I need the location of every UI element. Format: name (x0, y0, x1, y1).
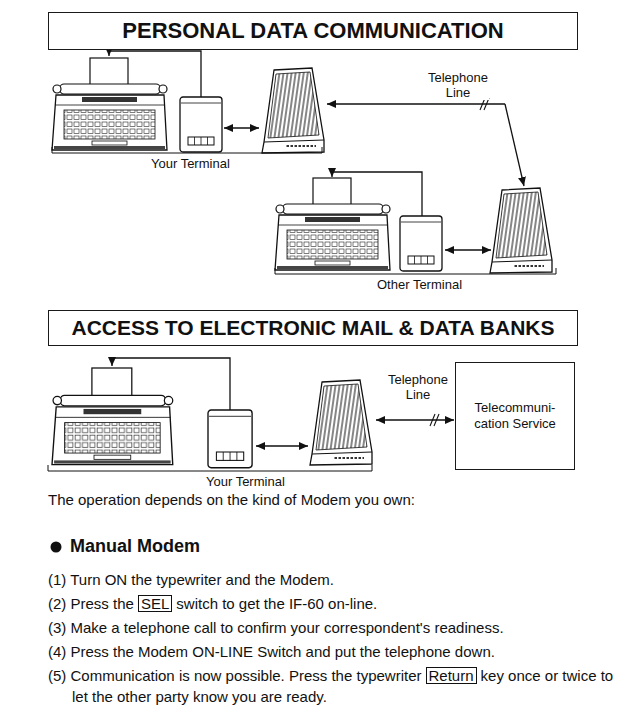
step-text: (5) Communication is now possible. Press… (48, 667, 421, 684)
typewriter (52, 368, 173, 465)
line-label: Telephone Line (427, 70, 489, 100)
key-name: Return (426, 667, 477, 684)
group-label: Other Terminal (377, 277, 462, 292)
typewriter (52, 58, 167, 150)
intro-text: The operation depends on the kind of Mod… (48, 490, 415, 509)
interface-unit (208, 410, 252, 468)
bracket (48, 465, 372, 471)
paper-wire (109, 51, 201, 97)
modem (262, 68, 324, 153)
interface-unit-part (180, 97, 222, 152)
telephone-line (327, 103, 505, 104)
typewriter-part (52, 58, 167, 150)
typewriter-part (275, 178, 390, 270)
box-text: PERSONAL DATA COMMUNICATION (122, 18, 503, 44)
list-item: (2) Press theSELswitch to get the IF-60 … (48, 593, 632, 614)
typewriter-part (52, 368, 173, 465)
modem-part (490, 188, 552, 273)
key-name: SEL (138, 595, 172, 612)
list-item: (4) Press the Modem ON-LINE Switch and p… (48, 641, 632, 662)
list-item: (5) Communication is now possible. Press… (48, 665, 632, 707)
cable-arrow (445, 249, 491, 250)
modem (490, 188, 552, 273)
list-item: (1) Turn ON the typewriter and the Modem… (48, 569, 632, 590)
line-label: Telephone Line (387, 372, 449, 402)
box-text: Telecommuni- cation Service (465, 400, 565, 432)
cable-arrow (256, 445, 308, 446)
group-label: Your Terminal (206, 474, 285, 489)
interface-unit (400, 216, 442, 271)
bullet (51, 542, 62, 553)
paper-wire (112, 358, 230, 410)
telephone-line (376, 419, 454, 420)
modem-part (310, 380, 372, 465)
step-text: (1) Turn ON the typewriter and the Modem… (48, 571, 334, 588)
group-label: Your Terminal (151, 156, 230, 171)
step-text: (2) Press the (48, 595, 134, 612)
modem-part (262, 68, 324, 153)
section-banner: PERSONAL DATA COMMUNICATION (48, 12, 578, 50)
section-banner: ACCESS TO ELECTRONIC MAIL & DATA BANKS (48, 310, 578, 346)
bracket (275, 268, 556, 274)
interface-unit (180, 97, 222, 152)
paper-wire (332, 172, 422, 216)
line-break-mark (430, 414, 439, 426)
step-text: (4) Press the Modem ON-LINE Switch and p… (48, 643, 495, 660)
step-text: switch to get the IF-60 on-line. (176, 595, 377, 612)
bracket (52, 147, 322, 153)
section-heading: Manual Modem (70, 535, 200, 557)
service-box: Telecommuni- cation Service (455, 362, 575, 470)
step-text: (3) Make a telephone call to confirm you… (48, 619, 504, 636)
interface-unit-part (400, 216, 442, 271)
list-item: (3) Make a telephone call to confirm you… (48, 617, 632, 638)
box-text: ACCESS TO ELECTRONIC MAIL & DATA BANKS (71, 316, 554, 340)
cable-arrow (224, 127, 259, 128)
telephone-line (505, 104, 524, 186)
line-break-mark-part (434, 414, 439, 426)
modem (310, 380, 372, 465)
interface-unit-part (208, 410, 252, 468)
typewriter (275, 178, 390, 270)
